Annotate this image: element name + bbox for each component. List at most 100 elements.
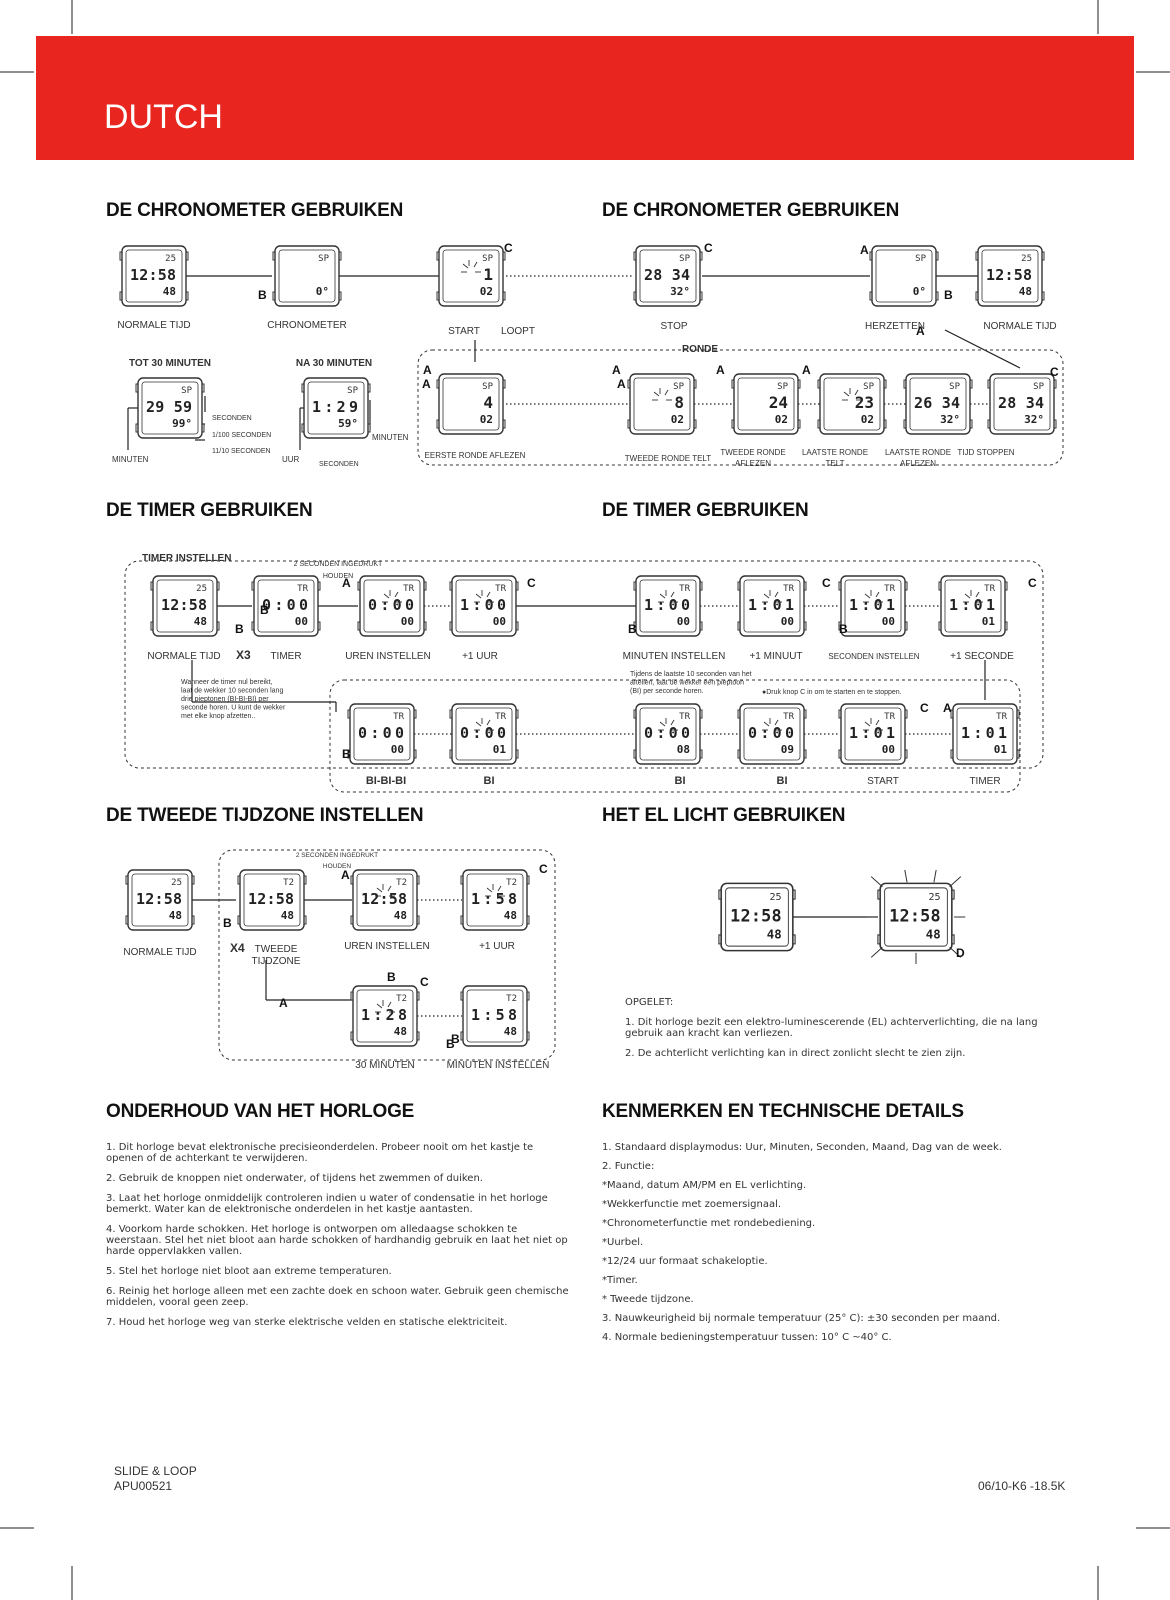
watch-sub-tz-normal: 48 — [169, 909, 182, 922]
watch-chrono-mode: SP0° — [272, 245, 342, 307]
watch-main-chrono-normal: 12:58 — [130, 266, 176, 284]
watch-sub-lap-last-read: 32° — [940, 413, 960, 426]
heading-timer-left: DE TIMER GEBRUIKEN — [106, 500, 313, 521]
watch-top-timer-beep: TR — [495, 712, 506, 722]
spec-item: *Chronometerfunctie met rondebediening. — [602, 1218, 816, 1229]
watch-top-tz-minutes: T2 — [506, 994, 517, 1004]
care-item: 6. Reinig het horloge alleen met een zac… — [106, 1286, 569, 1308]
care-item: 2. Gebruik de knoppen niet onderwater, o… — [106, 1173, 483, 1184]
watch-sub-chrono-normal2: 48 — [1019, 285, 1032, 298]
blink-rays-timer-beep — [474, 718, 494, 731]
language-banner: DUTCH — [36, 36, 1134, 160]
watch-sub-timer-minutes: 00 — [677, 615, 690, 628]
button-c-label: C — [920, 701, 929, 715]
label-chrono-laatste_afl_1: LAATSTE RONDE — [885, 448, 951, 457]
specs-list: 1. Standaard displaymodus: Uur, Minuten,… — [602, 1142, 1072, 1351]
watch-top-tz-30min: T2 — [396, 994, 407, 1004]
label-timer-normale_tijd: NORMALE TIJD — [147, 651, 220, 662]
care-item: 7. Houd het horloge weg van sterke elekt… — [106, 1317, 508, 1328]
button-b-label: B — [387, 970, 396, 984]
watch-sub-timer-plus-minute: 00 — [781, 615, 794, 628]
label-timer-note_right: ●Druk knop C in om te starten en te stop… — [762, 689, 902, 696]
blink-rays-timer-minutes — [658, 590, 678, 603]
label-tz-plus_uur: +1 UUR — [479, 941, 515, 952]
dashed-groups — [124, 349, 1064, 1061]
button-b-label: B — [223, 916, 232, 930]
label-timer-hold_1: 2 SECONDEN INGEDRUKT — [294, 561, 383, 568]
watch-top-el-on: 25 — [928, 892, 940, 903]
watch-sub-lap-first: 02 — [480, 413, 493, 426]
watch-top-tz-plus-hour: T2 — [506, 878, 517, 888]
watch-sub-chrono-stop: 32° — [670, 285, 690, 298]
watch-top-chrono-reset: SP — [915, 254, 926, 264]
heading-care: ONDERHOUD VAN HET HORLOGE — [106, 1101, 415, 1122]
language-title: DUTCH — [104, 98, 223, 136]
heading-specs: KENMERKEN EN TECHNISCHE DETAILS — [602, 1101, 964, 1122]
label-timer-timer: TIMER — [270, 651, 301, 662]
button-b-label: B — [451, 1032, 460, 1046]
label-timer-bibibi: BI-BI-BI — [366, 775, 406, 787]
watch-main-el-on: 12:58 — [889, 905, 941, 925]
watch-sub-timer-zero: 00 — [391, 743, 404, 756]
watch-sub-chrono-under30: 99° — [172, 417, 192, 430]
timer-note-mid-line: Tijdens de laatste 10 seconden van het — [630, 671, 752, 678]
watch-main-chrono-stop: 28 34 — [644, 266, 690, 284]
watch-top-tz-normal: 25 — [171, 878, 182, 888]
care-item: 4. Voorkom harde schokken. Het horloge i… — [106, 1224, 568, 1257]
button-d-label: D — [956, 946, 965, 960]
watch-sub-tz-30min: 48 — [394, 1025, 407, 1038]
blink-rays-tz-plus-hour — [485, 884, 505, 897]
watch-main-timer-normal: 12:58 — [161, 596, 207, 614]
watch-top-timer-running: TR — [884, 712, 895, 722]
watch-sub-lap-second-count: 02 — [671, 413, 684, 426]
blink-rays-timer-count-9 — [762, 718, 782, 731]
label-chrono-start: START — [448, 326, 480, 337]
timer-note-left-line: laat de wekker 10 seconden lang — [181, 688, 283, 695]
watch-sub-timer-running: 00 — [882, 743, 895, 756]
button-a-label: A — [860, 243, 869, 257]
watch-top-tz-hours: T2 — [396, 878, 407, 888]
watch-sub-chrono-reset: 0° — [913, 285, 926, 298]
watch-main-tz-normal: 12:58 — [136, 890, 182, 908]
label-timer-start: START — [867, 776, 899, 787]
watch-top-el-off: 25 — [769, 892, 781, 903]
el-warning: OPGELET: 1. Dit horloge bezit een elektr… — [625, 997, 1045, 1068]
watch-sub-el-off: 48 — [767, 927, 782, 941]
button-b-label: B — [235, 622, 244, 636]
button-c-label: C — [822, 576, 831, 590]
label-timer-bi: BI — [675, 775, 686, 787]
watch-top-timer-normal: 25 — [196, 584, 207, 594]
label-chrono-na30: NA 30 MINUTEN — [296, 358, 372, 369]
blink-rays-tz-30min — [375, 1000, 395, 1013]
blink-rays-timer-count-8 — [658, 718, 678, 731]
watch-top-timer-mode: TR — [297, 584, 308, 594]
label-chrono-chronometer: CHRONOMETER — [267, 320, 346, 331]
button-c-label: C — [1028, 576, 1037, 590]
button-a-label: A — [423, 363, 432, 377]
watch-top-timer-plus-minute: TR — [783, 584, 794, 594]
care-item: 5. Stel het horloge niet bloot aan extre… — [106, 1266, 392, 1277]
timer-note-mid-line: (BI) per seconde horen. — [630, 688, 704, 695]
watch-main-tz-mode: 12:58 — [248, 890, 294, 908]
watch-top-timer-set: TR — [996, 712, 1007, 722]
button-a-label: A — [802, 363, 811, 377]
watch-main-el-off: 12:58 — [730, 905, 782, 925]
blink-rays-timer-running — [863, 718, 883, 731]
spec-item: *Maand, datum AM/PM en EL verlichting. — [602, 1180, 807, 1191]
button-a-label: A — [341, 868, 350, 882]
watch-sub-tz-hours: 48 — [394, 909, 407, 922]
watch-main-lap-first: 4 — [483, 393, 493, 412]
button-b-label: B — [944, 288, 953, 302]
button-c-label: C — [704, 241, 713, 255]
button-a-label: A — [617, 377, 626, 391]
watch-sub-lap-stop: 32° — [1024, 413, 1044, 426]
timer-note-left-line: seconde horen. U kunt de wekker — [181, 705, 286, 712]
blink-rays-chrono-start — [461, 260, 481, 273]
blink-rays-el-on — [866, 869, 966, 965]
